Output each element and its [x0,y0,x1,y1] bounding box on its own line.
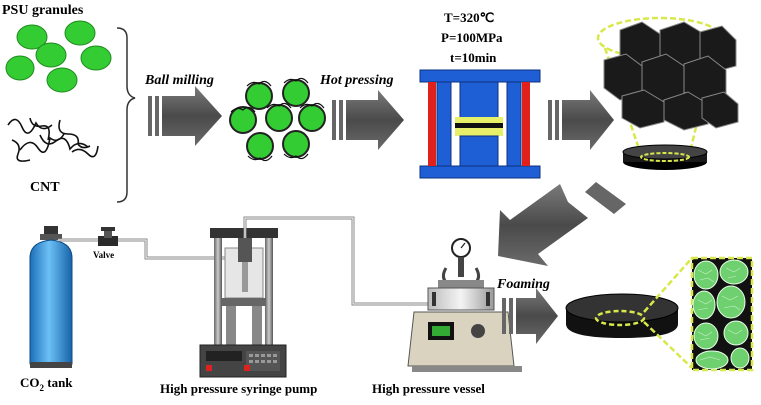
foam-cell-structure [690,256,754,372]
arrow-to-sample [548,90,614,150]
psu-granules-label: PSU granules [2,3,84,18]
pressure-label: P=100MPa [441,30,503,45]
cnt-fibers [7,117,99,162]
pressed-sample-disc [596,16,739,170]
ball-milling-label: Ball milling [144,73,214,88]
foamed-sample-disc [565,257,693,369]
time-label: t=10min [450,50,497,65]
co2-tank [29,226,73,368]
co2-tank-label: CO2 tank [20,375,73,393]
milled-granules [229,77,326,162]
temperature-label: T=320℃ [444,10,494,25]
high-pressure-vessel [407,238,522,372]
hot-press-mold [419,69,541,179]
valve-label: Valve [93,250,114,260]
arrow-hot-pressing [332,90,404,150]
arrow-ball-milling [148,86,222,146]
arrow-foaming [502,288,558,344]
vessel-label: High pressure vessel [372,381,485,396]
valve[interactable] [98,227,118,246]
foaming-label: Foaming [496,277,550,292]
syringe-pump-label: High pressure syringe pump [160,381,317,396]
hot-pressing-label: Hot pressing [319,73,394,88]
arrow-to-foaming-stage [498,182,626,266]
syringe-pump [199,228,287,378]
cnt-label: CNT [30,180,60,195]
grouping-brace [116,27,136,203]
psu-granules [5,20,112,93]
